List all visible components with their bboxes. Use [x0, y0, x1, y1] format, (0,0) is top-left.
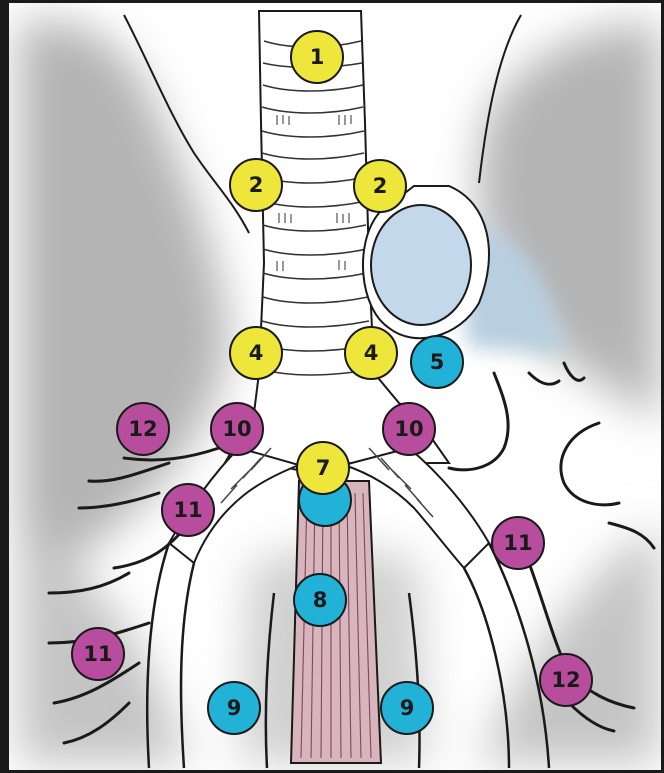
station-label: 11	[83, 642, 112, 666]
station-label: 4	[364, 341, 379, 365]
station-label: 9	[400, 696, 415, 720]
station-1-node: 1	[291, 31, 343, 83]
station-9-left-node: 9	[381, 682, 433, 734]
station-11-right-upper-node: 11	[162, 484, 214, 536]
station-4-right-node: 4	[230, 327, 282, 379]
station-12-left-node: 12	[540, 654, 592, 706]
lymph-node-station-diagram: 1 2 2 4 4 5	[9, 3, 661, 770]
station-label: 8	[313, 588, 328, 612]
station-label: 9	[227, 696, 242, 720]
station-11-left-node: 11	[492, 517, 544, 569]
station-7-node: 7	[297, 442, 349, 494]
station-label: 7	[316, 456, 331, 480]
aorta-lumen	[371, 205, 471, 325]
station-label: 12	[128, 417, 157, 441]
station-label: 5	[430, 350, 445, 374]
station-label: 10	[394, 417, 423, 441]
station-2-left-node: 2	[354, 160, 406, 212]
station-9-right-node: 9	[208, 682, 260, 734]
station-12-right-node: 12	[117, 403, 169, 455]
station-10-right-node: 10	[211, 403, 263, 455]
station-label: 2	[249, 173, 264, 197]
station-label: 1	[310, 45, 325, 69]
station-label: 11	[173, 498, 202, 522]
station-label: 10	[222, 417, 251, 441]
station-label: 4	[249, 341, 264, 365]
station-label: 12	[551, 668, 580, 692]
station-11-right-lower-node: 11	[72, 628, 124, 680]
left-middle-branches	[561, 423, 654, 548]
station-8-node: 8	[294, 574, 346, 626]
station-4-left-node: 4	[345, 327, 397, 379]
left-lung-shadow	[479, 23, 659, 423]
station-label: 2	[373, 174, 388, 198]
station-10-left-node: 10	[383, 403, 435, 455]
station-5-node: 5	[411, 336, 463, 388]
station-label: 11	[503, 531, 532, 555]
station-2-right-node: 2	[230, 159, 282, 211]
